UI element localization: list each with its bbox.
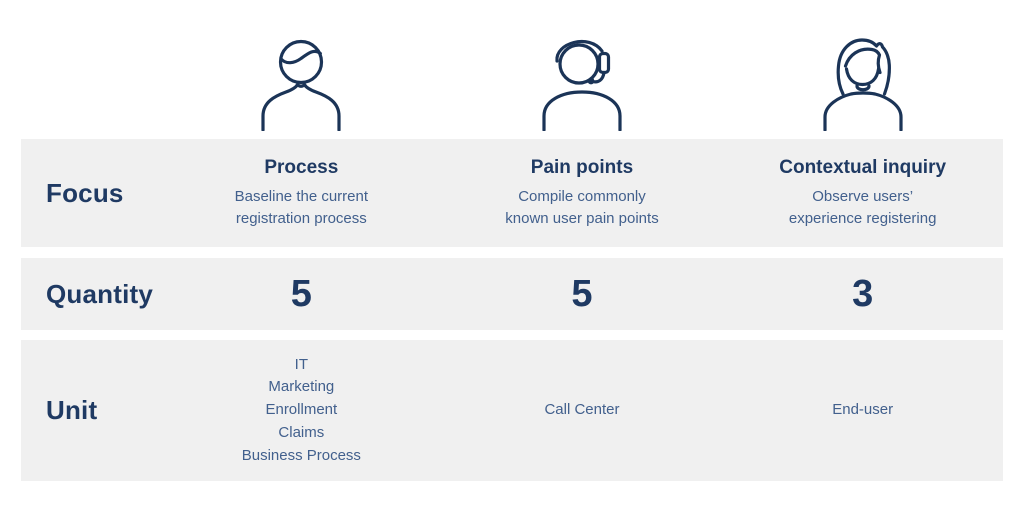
focus-desc-line: Compile commonly bbox=[518, 188, 646, 206]
focus-col-pain-points: Pain points Compile commonly known user … bbox=[442, 139, 723, 247]
quantity-value: 5 bbox=[290, 272, 312, 315]
unit-line: Call Center bbox=[544, 401, 620, 419]
row-label-quantity: Quantity bbox=[46, 278, 154, 309]
quantity-label-cell: Quantity bbox=[21, 258, 161, 330]
unit-line: IT bbox=[294, 355, 308, 373]
row-label-focus: Focus bbox=[46, 177, 124, 208]
focus-desc-line: registration process bbox=[235, 209, 367, 227]
quantity-col-contextual-inquiry: 3 bbox=[722, 258, 1003, 330]
quantity-value: 3 bbox=[852, 272, 874, 315]
focus-col-contextual-inquiry: Contextual inquiry Observe users’ experi… bbox=[722, 139, 1003, 247]
focus-desc-line: experience registering bbox=[788, 209, 937, 227]
focus-row-band: Focus Process Baseline the current regis… bbox=[21, 139, 1003, 247]
unit-line: End-user bbox=[832, 401, 894, 419]
personas-row bbox=[21, 0, 1003, 139]
unit-label-cell: Unit bbox=[21, 340, 161, 481]
headset-agent-icon bbox=[534, 31, 630, 139]
quantity-col-pain-points: 5 bbox=[442, 258, 723, 330]
quantity-value: 5 bbox=[571, 272, 593, 315]
unit-line: Claims bbox=[278, 423, 325, 441]
focus-desc-line: known user pain points bbox=[505, 209, 659, 227]
quantity-col-process: 5 bbox=[161, 258, 442, 330]
unit-line: Business Process bbox=[241, 446, 361, 464]
focus-title: Contextual inquiry bbox=[779, 157, 947, 179]
unit-col-process: IT Marketing Enrollment Claims Business … bbox=[161, 340, 442, 481]
unit-line: Marketing bbox=[268, 378, 335, 396]
unit-col-pain-points: Call Center bbox=[442, 340, 723, 481]
unit-col-contextual-inquiry: End-user bbox=[722, 340, 1003, 481]
quantity-row-band: Quantity 5 5 3 bbox=[21, 258, 1003, 330]
row-label-unit: Unit bbox=[46, 395, 98, 425]
focus-desc-line: Baseline the current bbox=[234, 188, 369, 206]
focus-col-process: Process Baseline the current registratio… bbox=[161, 139, 442, 247]
focus-desc-line: Observe users’ bbox=[812, 188, 914, 206]
focus-title: Process bbox=[264, 157, 339, 179]
unit-row-band: Unit IT Marketing Enrollment Claims Busi… bbox=[21, 340, 1003, 481]
unit-line: Enrollment bbox=[265, 401, 338, 419]
female-user-icon bbox=[815, 31, 911, 139]
focus-label-cell: Focus bbox=[21, 139, 161, 247]
male-user-icon bbox=[253, 31, 349, 139]
focus-title: Pain points bbox=[530, 157, 634, 179]
